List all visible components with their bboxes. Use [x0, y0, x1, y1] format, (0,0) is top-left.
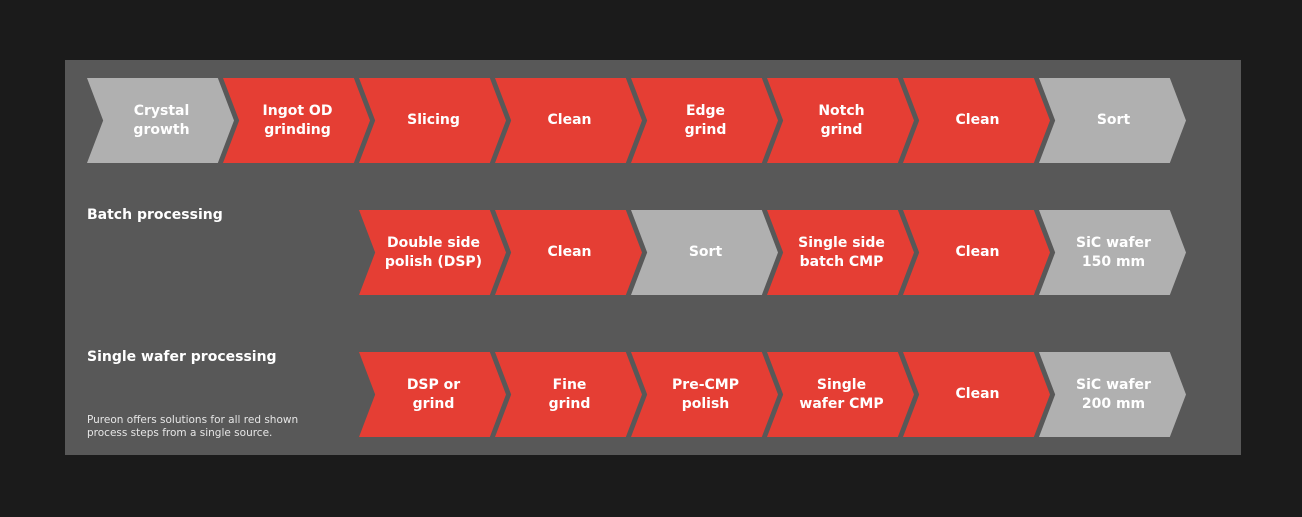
- step-fine-grind: Fine grind: [495, 352, 642, 437]
- step-ingot-od-grinding: Ingot OD grinding: [223, 78, 370, 163]
- step-notch-grind: Notch grind: [767, 78, 914, 163]
- step-double-side-polish: Double side polish (DSP): [359, 210, 506, 295]
- step-edge-grind: Edge grind: [631, 78, 778, 163]
- step-slicing: Slicing: [359, 78, 506, 163]
- single-wafer-processing-title: Single wafer processing: [87, 349, 277, 365]
- step-pre-cmp-polish: Pre-CMP polish: [631, 352, 778, 437]
- step-clean: Clean: [903, 210, 1050, 295]
- step-clean: Clean: [495, 210, 642, 295]
- step-clean: Clean: [903, 78, 1050, 163]
- step-crystal-growth: Crystal growth: [87, 78, 234, 163]
- step-single-wafer-cmp: Single wafer CMP: [767, 352, 914, 437]
- step-dsp-or-grind: DSP or grind: [359, 352, 506, 437]
- step-sort: Sort: [631, 210, 778, 295]
- step-sort: Sort: [1039, 78, 1186, 163]
- step-sic-wafer-200: SiC wafer 200 mm: [1039, 352, 1186, 437]
- footnote: Pureon offers solutions for all red show…: [87, 414, 299, 439]
- step-single-side-batch-cmp: Single side batch CMP: [767, 210, 914, 295]
- step-sic-wafer-150: SiC wafer 150 mm: [1039, 210, 1186, 295]
- batch-processing-title: Batch processing: [87, 207, 223, 223]
- step-clean: Clean: [903, 352, 1050, 437]
- step-clean: Clean: [495, 78, 642, 163]
